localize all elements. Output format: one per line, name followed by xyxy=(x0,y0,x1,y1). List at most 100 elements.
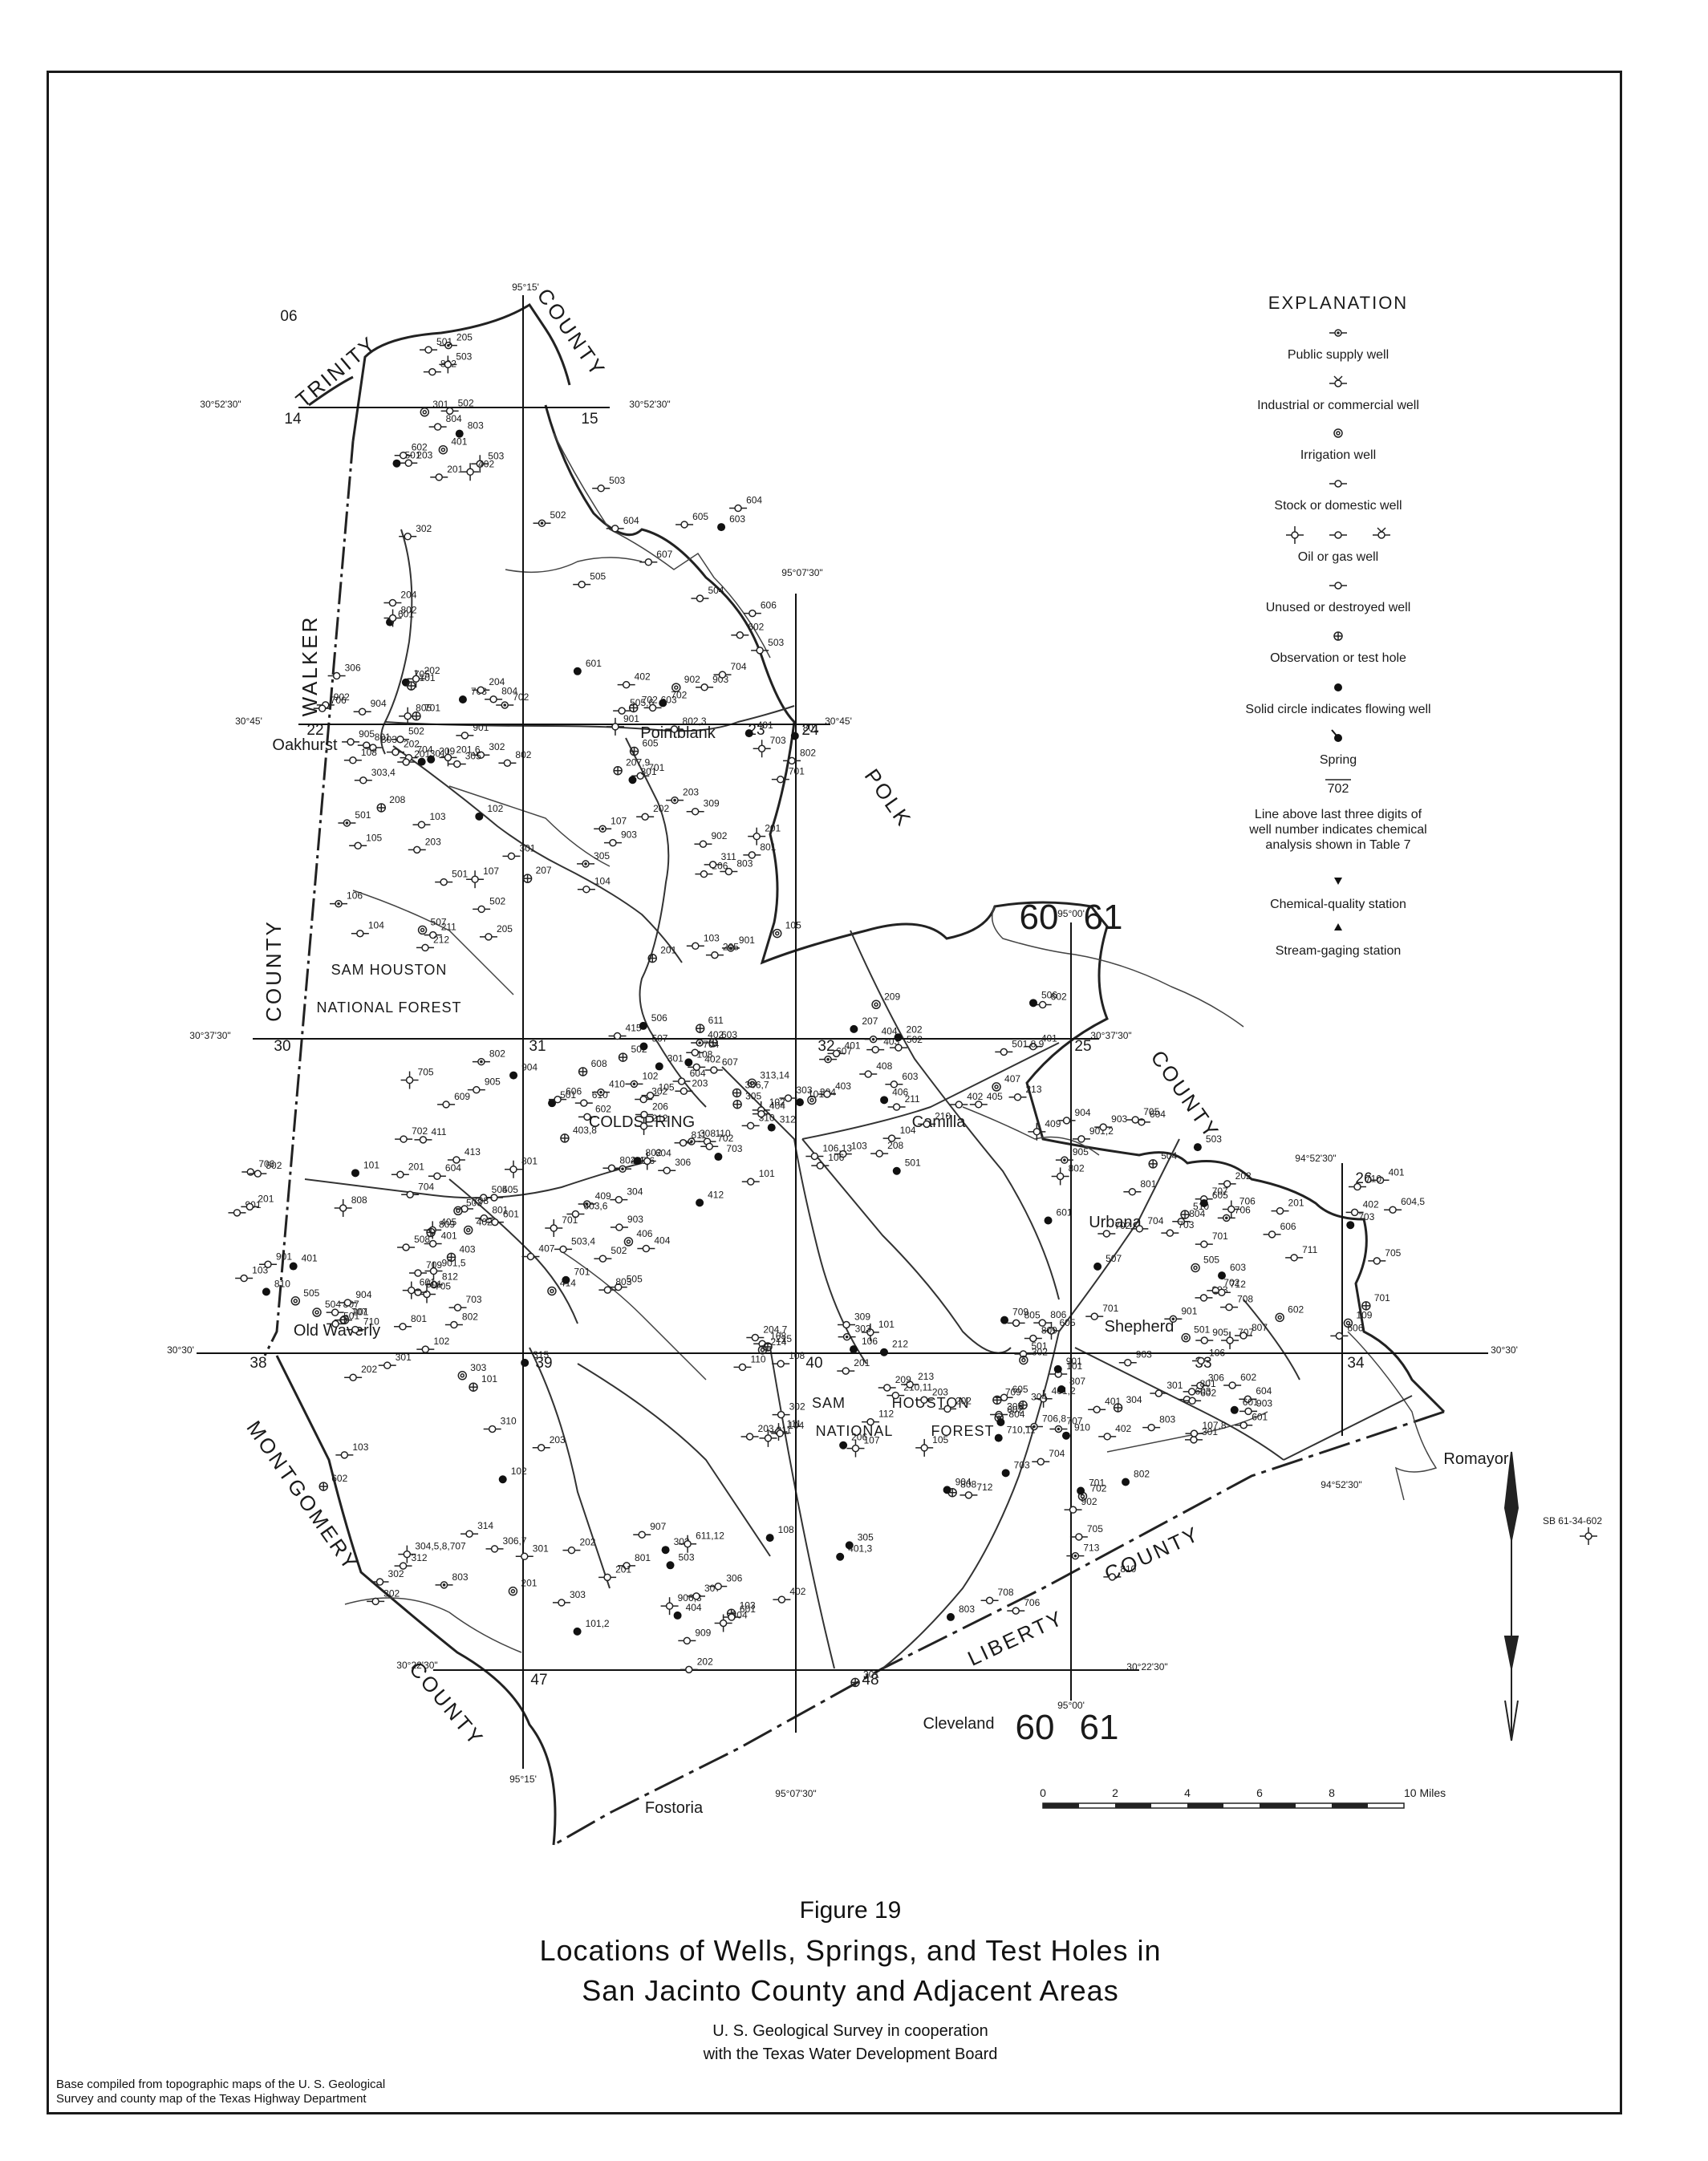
well-symbol-6-ring xyxy=(435,473,443,481)
well-symbol-423-ring xyxy=(777,1595,786,1604)
well-symbol-319 xyxy=(759,1429,777,1447)
well-number-330: 112 xyxy=(878,1409,894,1420)
well-number-286: 401 xyxy=(302,1253,318,1264)
well-number-60: 301 xyxy=(430,748,446,760)
well-symbol-35 xyxy=(342,738,360,746)
scale-tick-5: 10 Miles xyxy=(1404,1786,1446,1799)
grid-number-13: 40 xyxy=(805,1355,822,1372)
well-symbol-137-ring xyxy=(757,1109,765,1118)
well-symbol-133 xyxy=(819,1055,838,1064)
well-number-340: 215 xyxy=(776,1333,792,1344)
well-symbol-96-ring xyxy=(699,840,708,848)
well-number-67: 607 xyxy=(656,549,672,560)
well-symbol-315-ring xyxy=(403,1550,412,1559)
well-number-293: 505 xyxy=(303,1287,319,1299)
well-number-93: 802,3 xyxy=(683,716,707,727)
well-symbol-310 xyxy=(344,1373,363,1381)
well-symbol-83 xyxy=(696,683,714,691)
well-symbol-202-ring xyxy=(1225,1303,1233,1312)
well-number-252: 903 xyxy=(627,1214,643,1225)
well-number-299: 602 xyxy=(331,1473,347,1484)
well-symbol-18-ring xyxy=(424,346,432,354)
well-number-257: 702 xyxy=(412,1125,428,1137)
well-symbol-102 xyxy=(647,953,657,963)
well-symbol-173-inner xyxy=(1193,1265,1198,1271)
well-symbol-249-dot xyxy=(714,1153,723,1162)
coord-label-17: 95°07'30" xyxy=(775,1788,816,1799)
well-symbol-170 xyxy=(1193,1143,1202,1152)
well-symbol-338-inner xyxy=(760,1348,765,1352)
well-symbol-149 xyxy=(894,1033,903,1042)
well-symbol-57-ring xyxy=(413,845,421,854)
well-symbol-284-inner xyxy=(465,1227,471,1233)
well-number-309: 201 xyxy=(521,1578,537,1589)
well-symbol-195 xyxy=(1384,1206,1402,1214)
well-number-122: 302 xyxy=(651,1086,667,1097)
well-symbol-67-ring xyxy=(644,558,653,566)
well-number-359: 601 xyxy=(1243,1397,1259,1408)
well-symbol-367 xyxy=(1221,1332,1239,1349)
well-symbol-151 xyxy=(918,1120,936,1129)
well-number-246: 705 xyxy=(418,1067,434,1078)
well-number-421: 202 xyxy=(697,1656,713,1667)
well-symbol-67 xyxy=(639,558,658,566)
well-symbol-369-ring xyxy=(1090,1312,1098,1320)
well-symbol-85-ring xyxy=(788,756,796,765)
well-number-110: 107 xyxy=(611,815,627,826)
well-number-227: 503,4 xyxy=(571,1235,595,1247)
well-number-57: 203 xyxy=(425,836,441,847)
well-number-104: 203 xyxy=(683,787,699,798)
well-symbol-182-dot xyxy=(1044,1216,1053,1225)
well-symbol-83-ring xyxy=(700,683,708,691)
well-number-295: 601 xyxy=(420,1277,436,1288)
well-symbol-265-ring xyxy=(679,1139,688,1147)
well-symbol-305 xyxy=(469,1382,478,1392)
well-symbol-410 xyxy=(552,1599,570,1607)
well-number-277: 706 xyxy=(258,1158,274,1170)
well-symbol-235 xyxy=(695,1024,705,1033)
well-symbol-254-ring xyxy=(429,1267,438,1275)
well-number-69: 604 xyxy=(623,515,639,526)
well-symbol-259 xyxy=(602,1164,621,1172)
well-symbol-360-ring xyxy=(1039,1395,1048,1403)
well-symbol-104-dot xyxy=(673,798,676,802)
well-symbol-342-ring xyxy=(842,1367,850,1375)
well-number-332: 212 xyxy=(892,1339,908,1350)
grid-number-3: 22 xyxy=(306,722,323,739)
well-number-59: 207 xyxy=(536,865,552,876)
well-symbol-293-ring xyxy=(290,1296,301,1306)
well-number-372: 901 xyxy=(1066,1356,1082,1367)
well-symbol-282-ring xyxy=(396,1170,404,1179)
well-symbol-92 xyxy=(790,732,799,740)
well-symbol-74 xyxy=(533,519,551,527)
well-number-358: 602 xyxy=(1240,1372,1256,1383)
well-number-80: 605 xyxy=(643,738,659,749)
well-symbol-397-dot xyxy=(1077,1486,1085,1495)
well-symbol-177-ring xyxy=(1056,1172,1065,1181)
well-number-75: 505 xyxy=(590,571,606,582)
legend-symbol-industrial-ring xyxy=(1334,379,1342,387)
well-symbol-93 xyxy=(665,725,684,733)
scale-tick-3: 6 xyxy=(1256,1786,1263,1799)
legend-symbol-gage-station xyxy=(1334,923,1342,930)
well-symbol-288-ring xyxy=(433,1172,441,1180)
well-symbol-163-ring xyxy=(992,1082,1001,1092)
well-number-363: 803 xyxy=(1159,1414,1175,1425)
well-number-166: 501,8,9 xyxy=(1012,1038,1044,1049)
coord-label-8: 30°37'30" xyxy=(1090,1030,1131,1041)
well-symbol-251-ring xyxy=(613,1032,622,1040)
well-symbol-100 xyxy=(748,827,766,845)
well-symbol-388 xyxy=(1049,1425,1068,1433)
well-symbol-41 xyxy=(427,755,436,764)
well-number-95: 803 xyxy=(736,858,753,870)
well-symbol-368-dot xyxy=(1033,1425,1036,1429)
well-symbol-245-ring xyxy=(479,1194,488,1202)
well-symbol-169 xyxy=(1093,1262,1102,1271)
well-symbol-250-ring xyxy=(691,1048,700,1056)
well-symbol-81-ring xyxy=(611,723,619,731)
well-number-394: 709 xyxy=(1005,1386,1021,1397)
well-symbol-193 xyxy=(1330,1332,1349,1340)
well-symbol-26 xyxy=(456,732,474,740)
well-number-215: 402 xyxy=(704,1053,720,1064)
